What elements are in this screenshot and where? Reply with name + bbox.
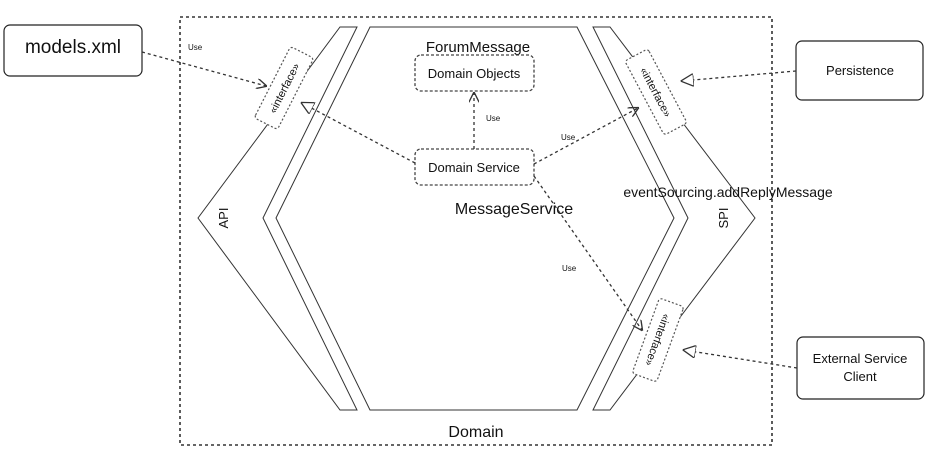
spi-method-label: eventSourcing.addReplyMessage <box>623 184 833 200</box>
edge-models-to-api-label: Use <box>188 43 203 52</box>
domain-objects-label: Domain Objects <box>428 66 521 81</box>
models-xml-label: models.xml <box>25 37 121 58</box>
persistence-box[interactable]: Persistence <box>795 40 924 101</box>
external-service-label-line1: External Service <box>813 351 908 366</box>
spi-band-outline <box>592 26 756 411</box>
message-service-hexagon <box>275 26 675 411</box>
edge-service-to-spi-bottom <box>533 175 642 330</box>
domain-service-box[interactable]: Domain Service <box>414 148 535 186</box>
api-band-outline <box>197 26 358 411</box>
edge-service-to-spi-top-label: Use <box>561 133 576 142</box>
external-service-client-box[interactable]: External Service Client <box>796 336 925 400</box>
edge-persistence-to-spi <box>682 70 797 81</box>
persistence-label: Persistence <box>826 63 894 78</box>
message-service-label: MessageService <box>455 201 573 218</box>
hexagon-title: ForumMessage <box>426 39 530 56</box>
models-xml-box[interactable]: models.xml <box>3 24 143 77</box>
domain-objects-box[interactable]: Domain Objects <box>414 54 535 92</box>
spi-label: SPI <box>716 208 731 229</box>
external-service-label-line2: Client <box>843 369 877 384</box>
domain-label: Domain <box>448 424 503 441</box>
edge-service-to-objects-label: Use <box>486 114 501 123</box>
api-label: API <box>216 208 231 229</box>
edge-external-to-spi <box>684 350 798 369</box>
edge-service-to-spi-top <box>533 108 638 165</box>
edge-models-to-api <box>141 51 266 86</box>
domain-service-label: Domain Service <box>428 160 520 175</box>
edge-service-to-spi-bottom-label: Use <box>562 264 577 273</box>
domain-container <box>179 16 773 446</box>
